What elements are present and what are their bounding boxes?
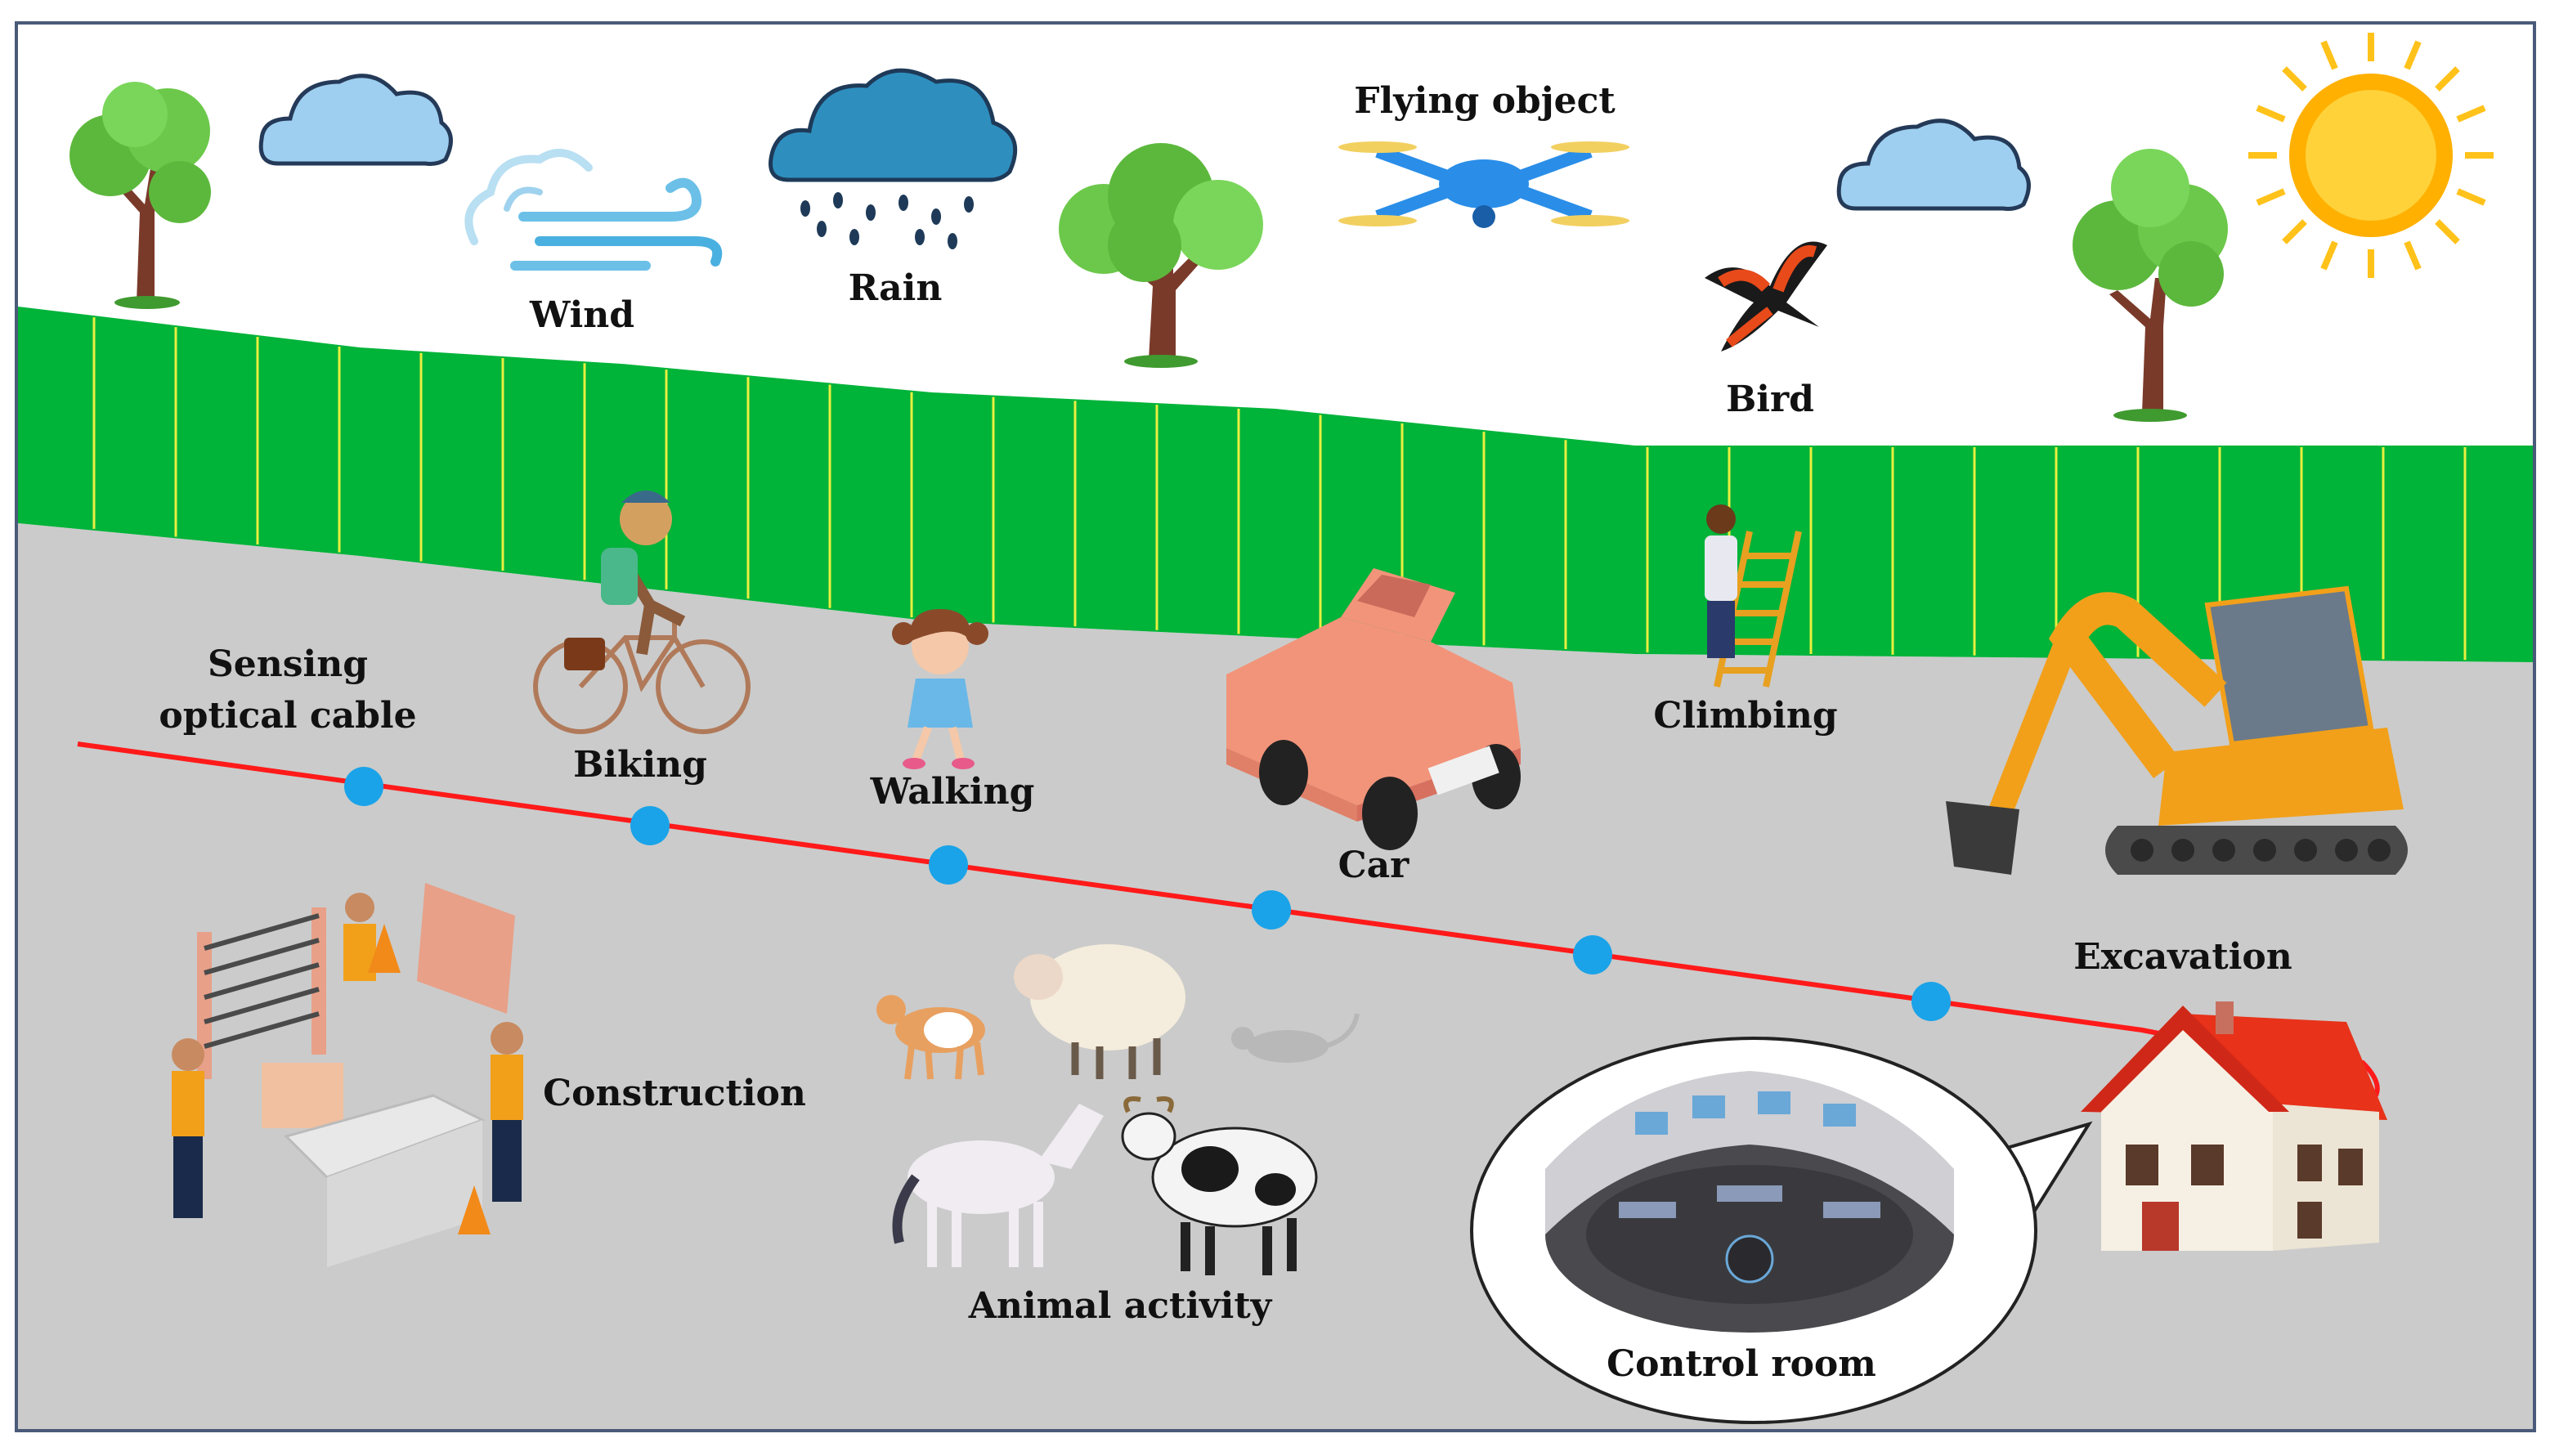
label-animal-activity: Animal activity	[968, 1285, 1273, 1327]
label-sensing-cable-line1: Sensing	[208, 643, 368, 685]
girl-icon	[892, 609, 988, 769]
sensor-node	[630, 806, 670, 845]
sensor-nodes	[344, 767, 1951, 1021]
label-climbing: Climbing	[1653, 695, 1837, 737]
cloud-icon	[258, 74, 453, 166]
label-excavation: Excavation	[2073, 936, 2292, 978]
label-car: Car	[1338, 844, 1410, 886]
sensor-node	[344, 767, 383, 806]
label-flying-object: Flying object	[1354, 80, 1616, 122]
drone-icon	[1338, 141, 1629, 228]
label-control-room: Control room	[1607, 1343, 1876, 1385]
label-biking: Biking	[573, 744, 707, 786]
sensor-node	[929, 845, 968, 885]
label-sensing-cable-line2: optical cable	[159, 695, 416, 737]
label-walking: Walking	[870, 771, 1035, 813]
animals-icon	[876, 944, 1360, 1275]
label-construction: Construction	[543, 1073, 806, 1114]
wind-icon	[464, 149, 723, 271]
sensor-node	[1911, 982, 1951, 1021]
rain-cloud-icon	[769, 68, 1018, 249]
excavator-icon	[1946, 585, 2408, 875]
sensor-node	[1252, 890, 1291, 930]
cloud-icon	[1836, 119, 2031, 211]
label-rain: Rain	[849, 267, 943, 309]
cyclist-icon	[533, 491, 751, 734]
climber-icon	[1705, 504, 1802, 688]
label-bird: Bird	[1726, 379, 1814, 420]
sun-icon	[2248, 33, 2494, 278]
sensor-node	[1573, 935, 1612, 974]
control-room-icon	[1545, 1071, 1954, 1333]
green-fence	[18, 307, 2533, 662]
car-icon	[1226, 568, 1521, 850]
label-wind: Wind	[529, 294, 634, 336]
tree-icon	[1059, 143, 1263, 368]
fence-posts	[92, 317, 2467, 661]
house-icon	[2081, 1001, 2387, 1251]
bird-icon	[1705, 241, 1827, 352]
tree-icon	[2073, 149, 2228, 422]
tree-icon	[69, 82, 211, 309]
construction-workers-icon	[172, 883, 523, 1267]
